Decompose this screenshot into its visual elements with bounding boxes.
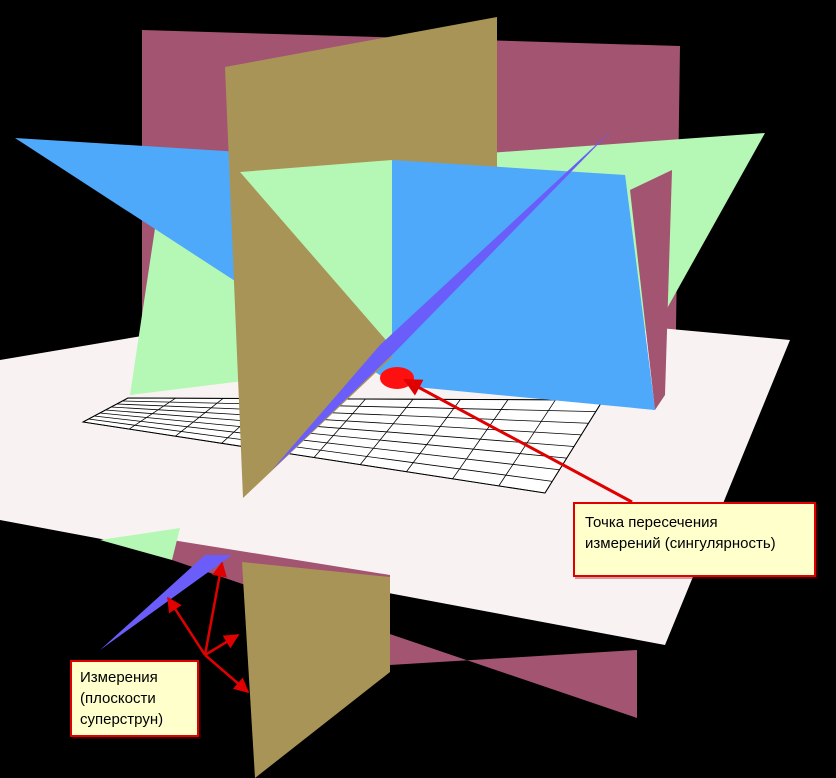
- dimensions-callout: Измерения (плоскости суперструн): [70, 660, 199, 737]
- olive-plane-lower: [242, 562, 390, 778]
- magenta-plane-edge: [630, 170, 672, 410]
- floor-grid: [81, 397, 604, 494]
- singularity-arrow: [403, 378, 633, 504]
- dimensions-arrows: [166, 561, 250, 693]
- singularity-callout: Точка пересечения измерений (сингулярнос…: [573, 502, 816, 577]
- violet-diagonal-plane: [272, 130, 612, 470]
- violet-plane-lower: [100, 555, 232, 650]
- green-plane-lower: [100, 528, 180, 560]
- blue-plane-front: [392, 160, 655, 410]
- green-plane-front: [240, 160, 392, 347]
- singularity-marker: [380, 367, 414, 389]
